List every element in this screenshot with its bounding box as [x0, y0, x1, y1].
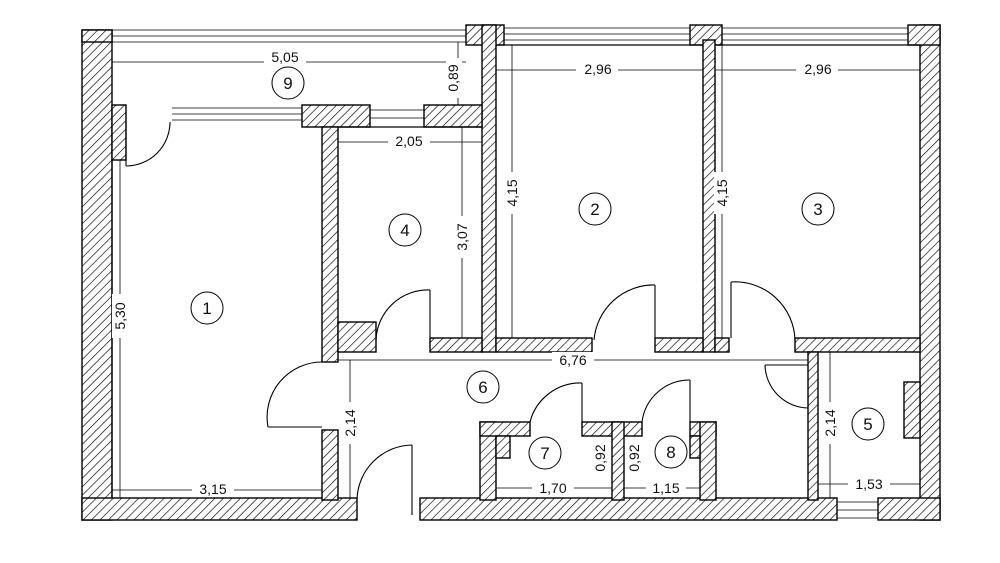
wall-r3-bottom-right — [794, 337, 921, 353]
wall-top-r3-right — [907, 24, 941, 46]
room-number-3: 3 — [813, 200, 822, 219]
dim-r9-width: 5,05 — [271, 49, 298, 65]
wall-outer-right — [919, 24, 941, 521]
wall-outer-bottom-left — [81, 497, 358, 521]
room-labels: 9 1 2 3 4 5 6 7 8 — [190, 66, 885, 470]
dim-r2-width: 2,96 — [584, 61, 611, 77]
wall-r2-bottom-left — [495, 337, 593, 353]
dim-r7-width: 1,70 — [539, 480, 566, 496]
dim-r9-depth: 0,89 — [445, 64, 461, 91]
dim-corridor-length: 6,76 — [559, 352, 586, 368]
room-number-5: 5 — [863, 415, 872, 434]
wall-r5-niche — [903, 381, 921, 439]
wall-r3-bottom-left — [714, 337, 730, 353]
dim-r2-depth: 4,15 — [504, 179, 520, 206]
wall-outer-left — [81, 29, 113, 521]
wall-wc-divider — [611, 421, 625, 501]
dim-r8-width: 1,15 — [652, 480, 679, 496]
windows — [111, 27, 920, 519]
wall-r1-r4 — [321, 126, 339, 363]
wall-wc-right — [699, 421, 717, 501]
wall-wc-step-left — [495, 435, 511, 459]
dim-corridor-depth: 2,14 — [342, 409, 358, 436]
dim-r1-depth: 5,30 — [112, 302, 128, 329]
wall-r4-bottom-left — [337, 321, 377, 353]
room-number-4: 4 — [400, 221, 409, 240]
dim-r3-width: 2,96 — [804, 61, 831, 77]
dim-r8-depth: 0,92 — [626, 444, 642, 471]
wall-wc-step-right — [689, 435, 701, 459]
dimension-labels: 5,05 0,89 2,96 2,96 2,05 3,07 4,15 4,15 … — [112, 49, 890, 497]
walls — [81, 24, 941, 521]
wall-r6-r5 — [807, 351, 819, 501]
wall-r1-r6-bottom — [321, 429, 339, 501]
wall-balcony-right2 — [423, 104, 483, 128]
wall-r2-bottom-right — [654, 337, 704, 353]
room-number-2: 2 — [590, 200, 599, 219]
dim-r1-width: 3,15 — [199, 481, 226, 497]
room-number-8: 8 — [666, 443, 675, 462]
wall-outer-bottom-right — [877, 497, 941, 521]
dim-r4-depth: 3,07 — [454, 223, 470, 250]
wall-wc-top-left — [479, 421, 531, 437]
wall-balcony-left — [111, 104, 127, 161]
room-number-6: 6 — [478, 378, 487, 397]
doors — [125, 121, 809, 515]
room-number-1: 1 — [202, 299, 211, 318]
room-number-9: 9 — [283, 74, 292, 93]
dim-r3-depth: 4,15 — [714, 179, 730, 206]
dim-r4-width: 2,05 — [395, 133, 422, 149]
wall-r4-r2 — [481, 24, 497, 353]
dim-r7-depth: 0,92 — [592, 444, 608, 471]
wall-r4-bottom-right — [429, 337, 483, 353]
dim-r5-width: 1,53 — [855, 476, 882, 492]
wall-balcony-right — [301, 104, 371, 128]
dim-r5-depth: 2,14 — [822, 409, 838, 436]
room-number-7: 7 — [540, 444, 549, 463]
wall-outer-bottom-mid — [419, 497, 838, 521]
wall-outer-top-left — [81, 29, 113, 43]
